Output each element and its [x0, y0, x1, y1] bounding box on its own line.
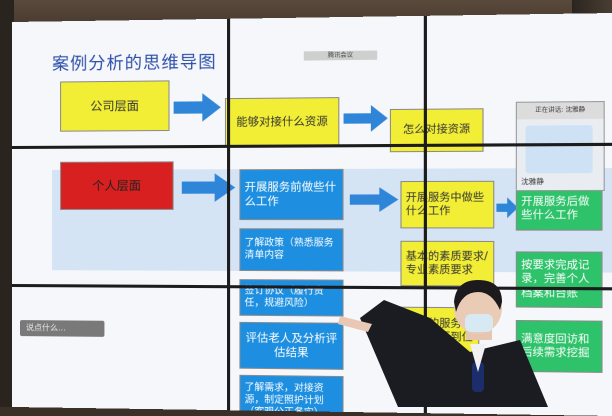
during-service-box: 开展服务中做些什么工作: [400, 180, 495, 229]
before-service-box: 开展服务前做些什么工作: [239, 168, 344, 221]
room-wall-left: [0, 0, 14, 407]
company-level-box: 公司层面: [60, 80, 170, 132]
screen-bezel: [423, 15, 427, 414]
arrow-right-icon: [343, 104, 388, 132]
records-box: 按要求完成记录，完善个人档案和台账: [515, 251, 603, 309]
meeting-toolbar[interactable]: 腾讯会议: [303, 50, 378, 61]
company-resources-box: 能够对接什么资源: [224, 97, 340, 147]
video-header: 正在讲话: 沈雅静: [516, 102, 604, 120]
arrow-right-icon: [181, 173, 236, 202]
screen-bezel: [227, 18, 231, 411]
arrow-right-icon: [496, 197, 518, 219]
speaker-name: 沈雅静: [521, 177, 544, 186]
arrow-right-icon: [173, 93, 221, 122]
after-service-box: 开展服务后做些什么工作: [515, 186, 603, 231]
quality-box: 基本的素质要求/专业素质要求: [400, 240, 495, 287]
arrow-right-icon: [349, 187, 399, 212]
needs-box: 了解需求，对接资源，制定照护计划（客观公正务实）: [239, 374, 344, 416]
chat-input-chip[interactable]: 说点什么...: [19, 320, 105, 337]
docking-box: 对接的服务项目源是否到位: [400, 306, 480, 355]
personal-level-box: 个人层面: [60, 161, 174, 210]
satisfaction-box: 满意度回访和后续需求挖掘: [515, 319, 603, 373]
policy-box: 了解政策（熟悉服务清单内容: [239, 228, 344, 272]
evaluate-box: 评估老人及分析评估结果: [239, 321, 344, 370]
projection-screen: 案例分析的思维导图 腾讯会议 公司层面 能够对接什么资源 怎么对接资源 个人层面…: [12, 12, 612, 416]
slide-title: 案例分析的思维导图: [52, 52, 217, 75]
video-thumbnail: [525, 125, 593, 174]
